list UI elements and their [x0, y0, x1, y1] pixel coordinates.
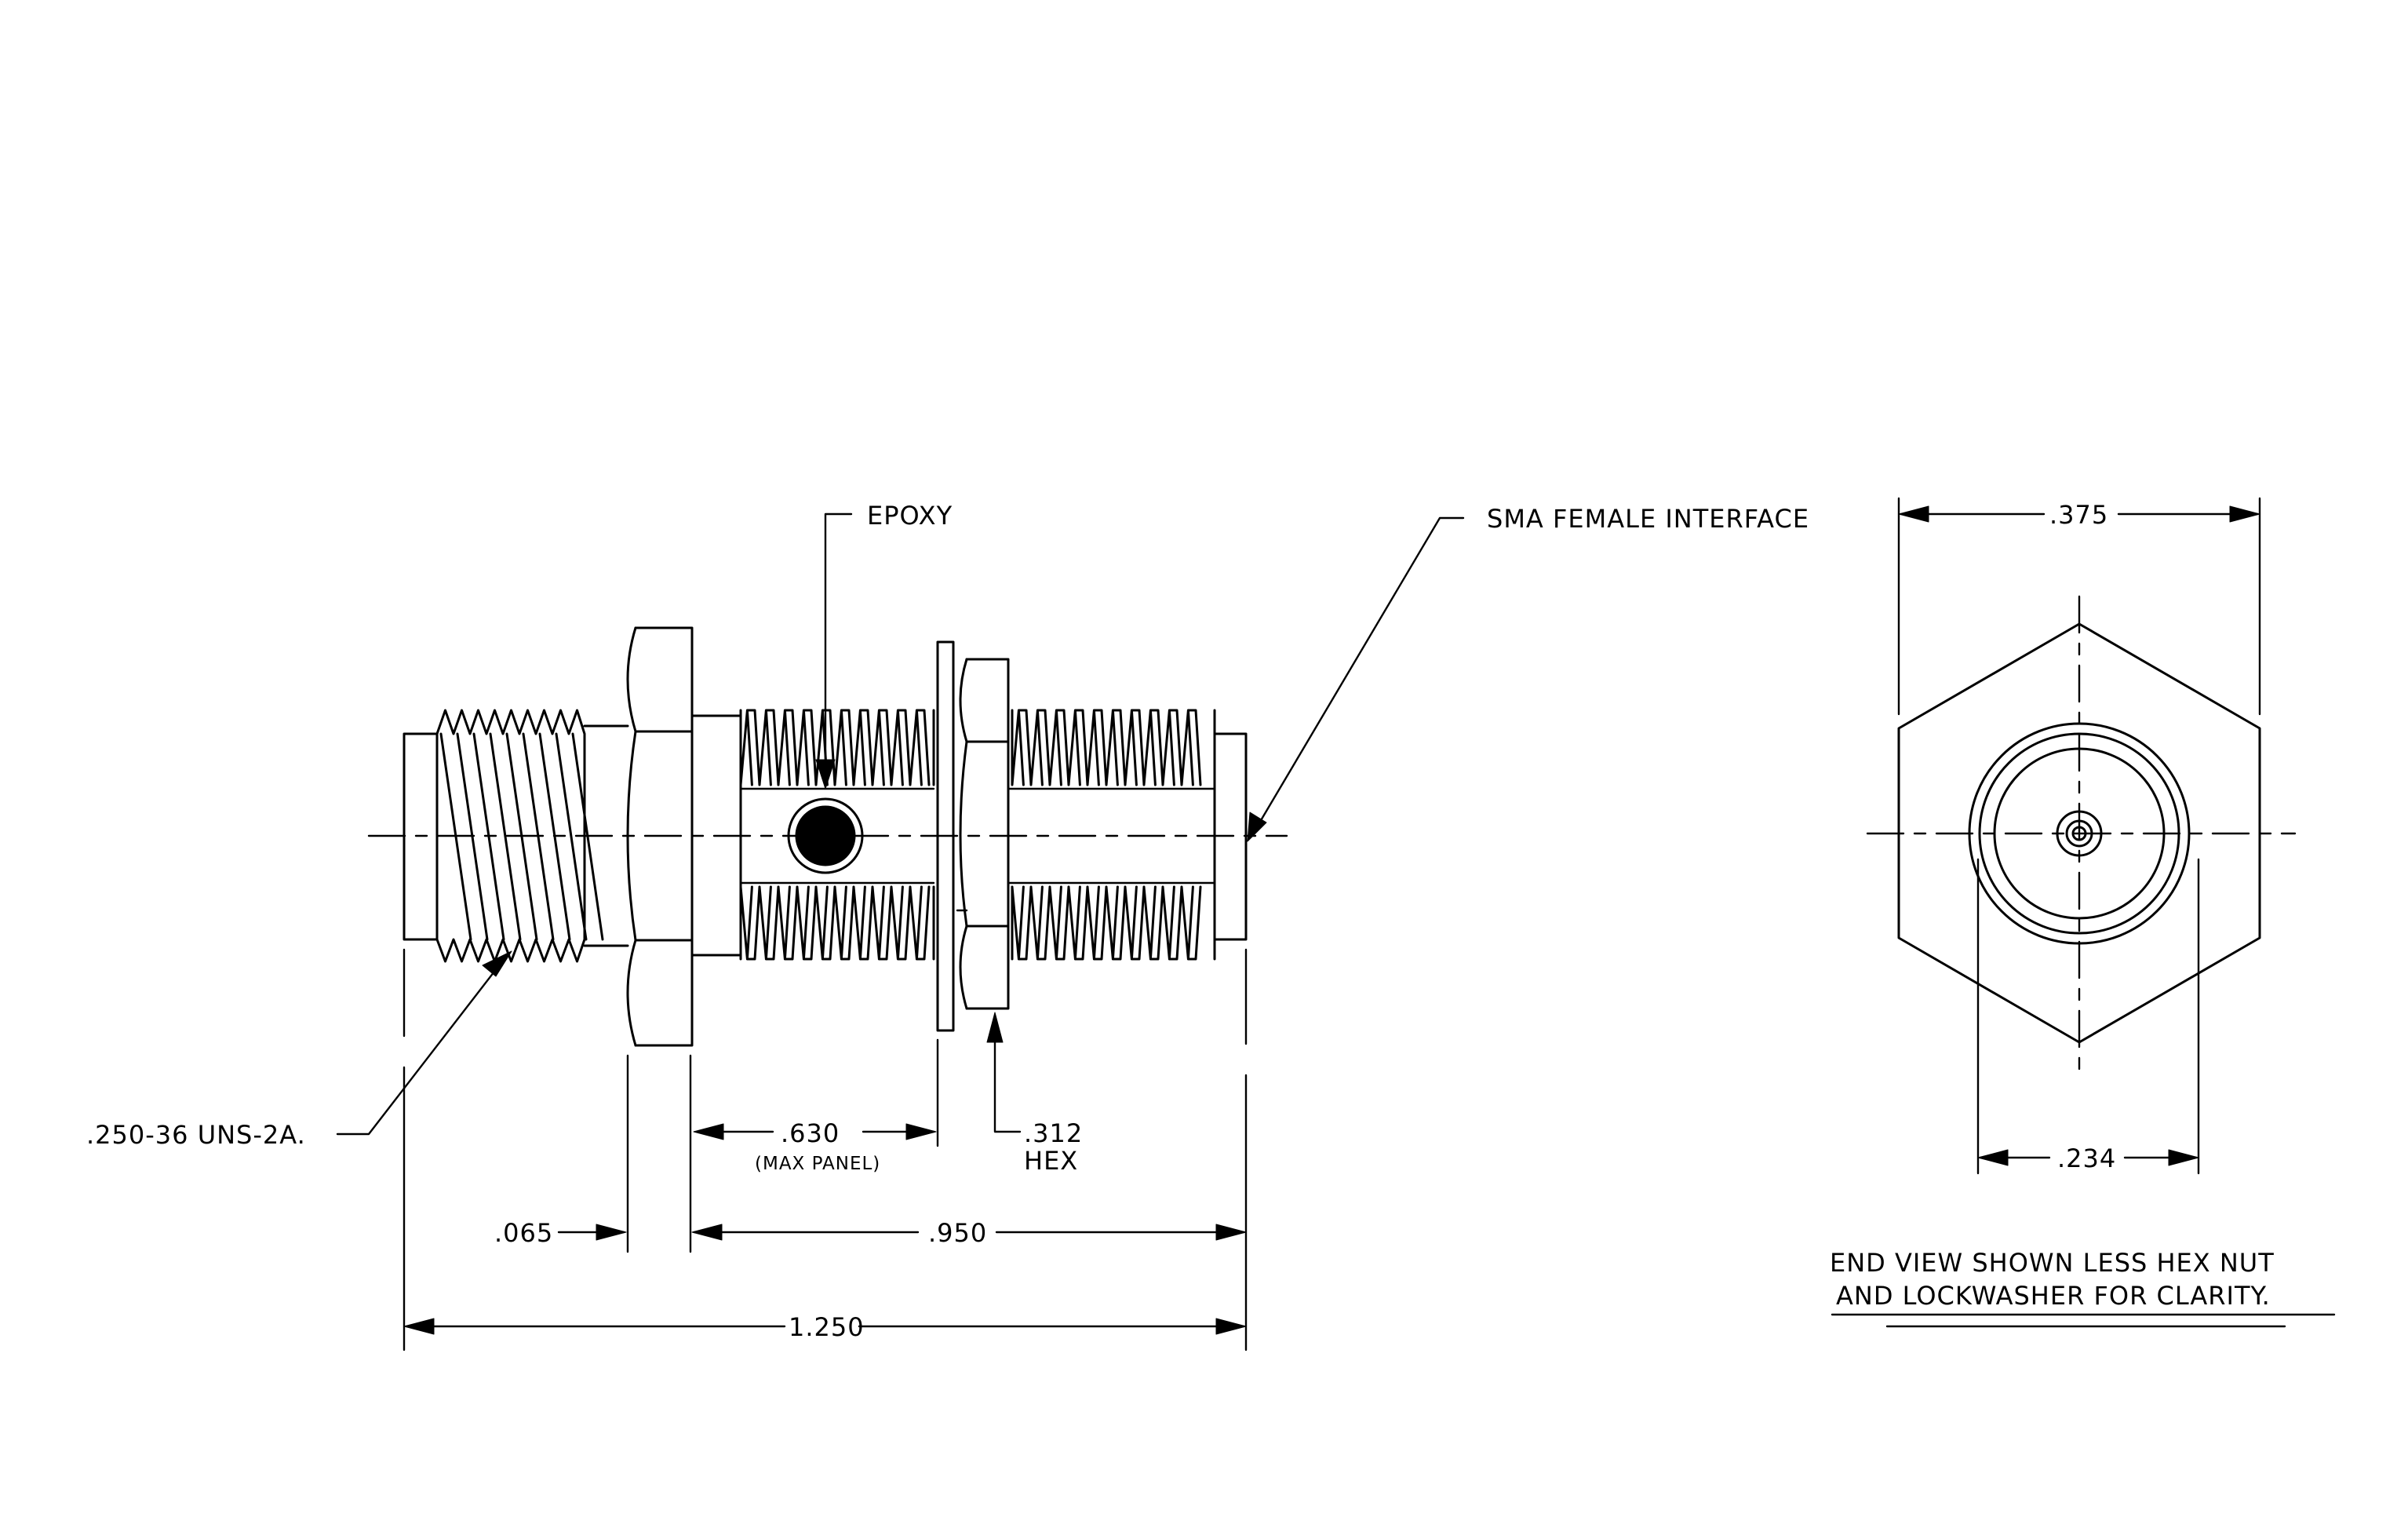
overall-dim-value: 1.250 [789, 1312, 865, 1342]
note-line-1: END VIEW SHOWN LESS HEX NUT [1830, 1248, 2275, 1278]
middle-threads-bottom [739, 885, 935, 961]
end-inner-value: .234 [2057, 1143, 2116, 1173]
end-width-dimension [1898, 505, 2260, 523]
epoxy-dot [795, 805, 856, 866]
body-dim-value: .950 [928, 1218, 987, 1248]
right-threads-bottom [1011, 885, 1216, 961]
thread-spec-label: .250-36 UNS-2A. [86, 1120, 306, 1150]
overall-dimension [403, 1318, 1247, 1335]
end-width-value: .375 [2049, 500, 2108, 530]
panel-dimension [693, 1123, 937, 1140]
epoxy-label: EPOXY [867, 501, 953, 531]
hex-size-leader [986, 1012, 1022, 1133]
sma-interface-label: SMA FEMALE INTERFACE [1487, 504, 1809, 534]
right-interface-collar [1213, 732, 1248, 941]
hex-nut [956, 658, 1010, 1010]
panel-dim-value: .630 [781, 1118, 840, 1148]
side-view: EPOXY SMA FEMALE INTERFACE .250-36 UNS-2… [86, 501, 1809, 1351]
flange-dim-value: .065 [494, 1218, 553, 1248]
left-threaded-body [435, 709, 629, 963]
epoxy-ring [787, 797, 864, 874]
panel-dim-note: (MAX PANEL) [755, 1154, 880, 1174]
epoxy-leader [815, 512, 853, 790]
right-threads-top [1011, 709, 1216, 786]
middle-threads-top [739, 709, 935, 786]
lockwasher [936, 640, 955, 1032]
thread-spec-leader [336, 950, 512, 1136]
hex-size-value: .312 [1024, 1118, 1083, 1148]
hex-size-word: HEX [1024, 1146, 1078, 1176]
flange-dimension [557, 1224, 627, 1241]
note-line-2: AND LOCKWASHER FOR CLARITY. [1836, 1281, 2271, 1311]
body-shoulder [690, 714, 742, 957]
sma-interface-leader [1247, 516, 1465, 842]
end-inner-dimension [1977, 1149, 2199, 1166]
body-dimension [691, 1224, 1247, 1241]
end-view: .375 .234 END VIEW SHOWN LESS HEX NUT AN… [1830, 497, 2336, 1328]
